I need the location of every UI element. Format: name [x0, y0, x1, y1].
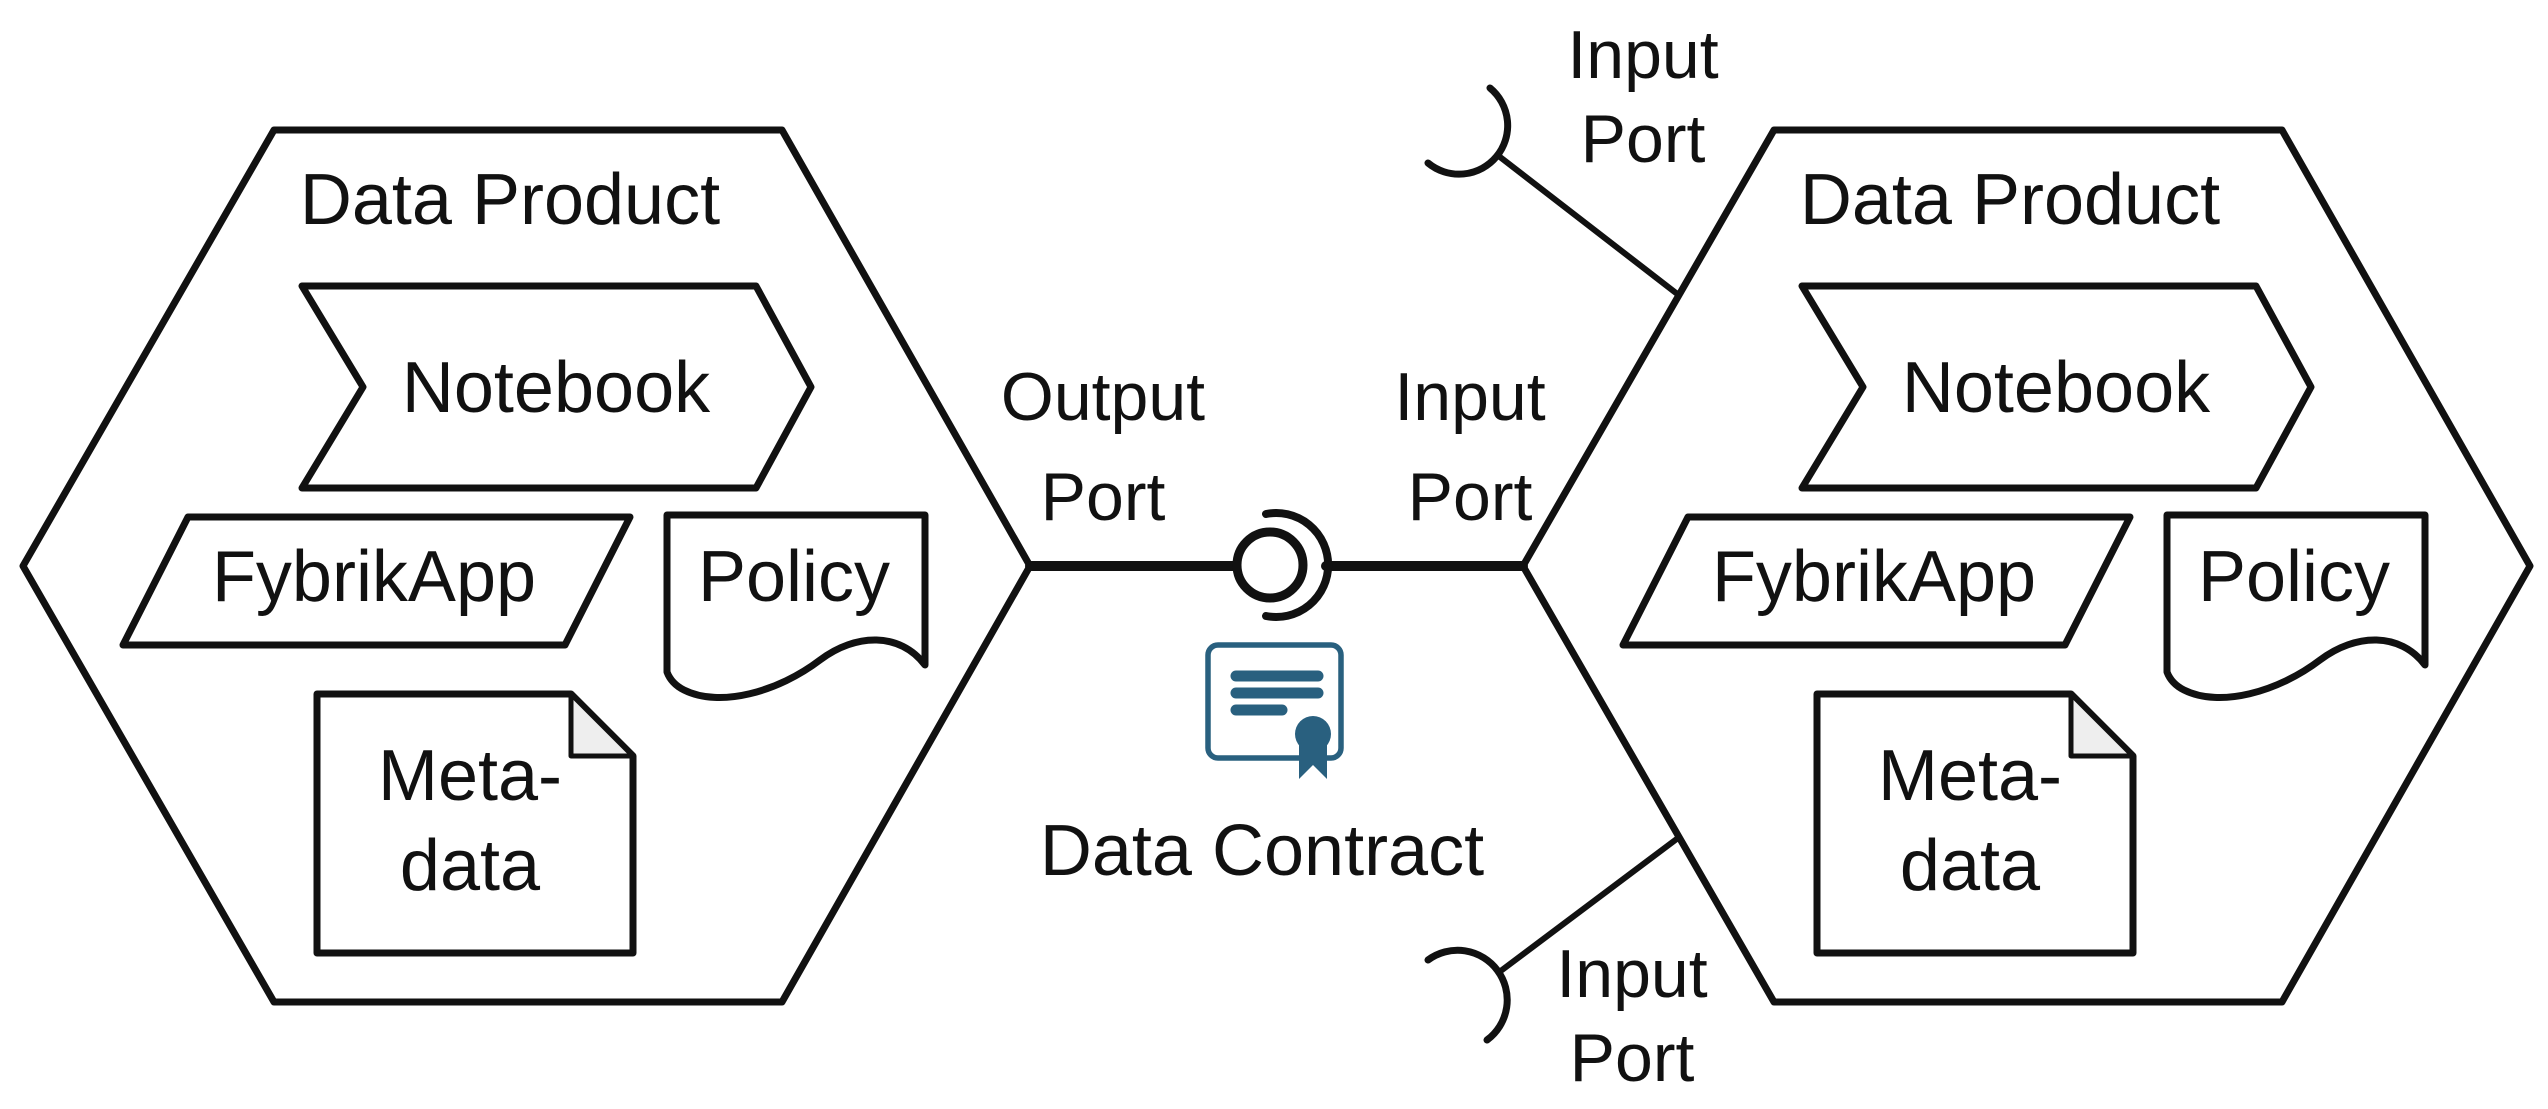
- notebook-banner-icon: [298, 282, 815, 492]
- socket-icon: [1424, 84, 1512, 178]
- policy-label-left: Policy: [698, 537, 890, 617]
- output-port-label-line1: Output: [1001, 359, 1205, 435]
- bottom-input-port: Input Port: [1424, 835, 1708, 1096]
- top-input-port: Input Port: [1424, 17, 1719, 296]
- bottom-port-line: [1499, 835, 1681, 973]
- data-product-right: Data Product Notebook FybrikApp Policy M…: [1519, 126, 2534, 1006]
- data-contract-label: Data Contract: [1040, 811, 1484, 891]
- policy-document-icon: [2163, 511, 2429, 701]
- socket-interface-icon: [1262, 509, 1333, 621]
- fybrikapp-label-right: FybrikApp: [1712, 537, 2036, 617]
- top-input-port-label-line2: Port: [1581, 101, 1706, 177]
- top-port-line: [1497, 154, 1679, 296]
- certificate-ribbon-icon: [1299, 741, 1327, 779]
- input-port-label-line1: Input: [1394, 359, 1545, 435]
- metadata-note-icon: [1813, 690, 2137, 957]
- parallelogram-icon: [119, 513, 634, 649]
- metadata-label-right-line2: data: [1900, 826, 2041, 906]
- policy-document-icon: [663, 511, 929, 701]
- metadata-folded-corner-icon: [2068, 691, 2136, 759]
- data-product-left: Data Product Notebook FybrikApp Policy M…: [19, 126, 1034, 1006]
- parallelogram-icon: [1619, 513, 2134, 649]
- certificate-icon: [1205, 642, 1344, 779]
- metadata-folded-corner-icon: [568, 691, 636, 759]
- metadata-label-left-line2: data: [400, 826, 541, 906]
- bottom-input-port-label-line1: Input: [1556, 936, 1707, 1012]
- top-input-port-label-line1: Input: [1567, 17, 1718, 93]
- product-title-left: Data Product: [300, 160, 720, 240]
- assembly-connector: Output Port Input Port: [1001, 359, 1546, 621]
- notebook-banner-icon: [1798, 282, 2315, 492]
- input-port-label-line2: Port: [1408, 459, 1533, 535]
- product-title-right: Data Product: [1800, 160, 2220, 240]
- output-port-label-line2: Port: [1041, 459, 1166, 535]
- data-contract: Data Contract: [1040, 642, 1484, 891]
- notebook-label-right: Notebook: [1902, 348, 2211, 428]
- policy-label-right: Policy: [2198, 537, 2390, 617]
- metadata-label-left-line1: Meta-: [378, 736, 562, 816]
- fybrikapp-label-left: FybrikApp: [212, 537, 536, 617]
- ball-interface-icon: [1232, 527, 1308, 603]
- metadata-note-icon: [313, 690, 637, 957]
- metadata-label-right-line1: Meta-: [1878, 736, 2062, 816]
- bottom-input-port-label-line2: Port: [1570, 1020, 1695, 1096]
- notebook-label-left: Notebook: [402, 348, 711, 428]
- socket-icon: [1424, 946, 1511, 1044]
